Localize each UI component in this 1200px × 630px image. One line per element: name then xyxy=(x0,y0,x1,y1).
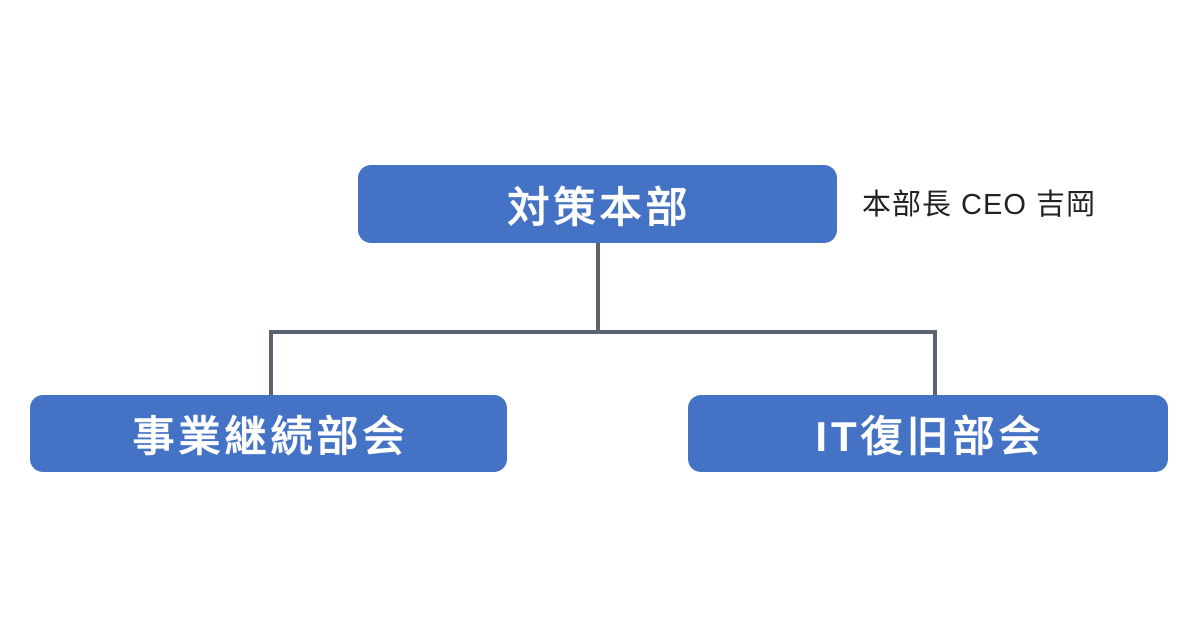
node-business-continuity: 事業継続部会 xyxy=(30,395,507,472)
node-headquarters-label: 対策本部 xyxy=(507,183,692,231)
node-headquarters: 対策本部 xyxy=(358,165,837,243)
node-it-recovery: IT復旧部会 xyxy=(688,395,1168,472)
annotation-headquarters-chief: 本部長 CEO 吉岡 xyxy=(862,189,1096,221)
node-business-continuity-label: 事業継続部会 xyxy=(132,413,409,460)
connector-trunk-line xyxy=(596,243,600,334)
node-it-recovery-label: IT復旧部会 xyxy=(815,413,1045,460)
connector-crossbar-line xyxy=(269,330,937,334)
connector-drop-left-line xyxy=(269,330,273,395)
connector-drop-right-line xyxy=(933,330,937,395)
